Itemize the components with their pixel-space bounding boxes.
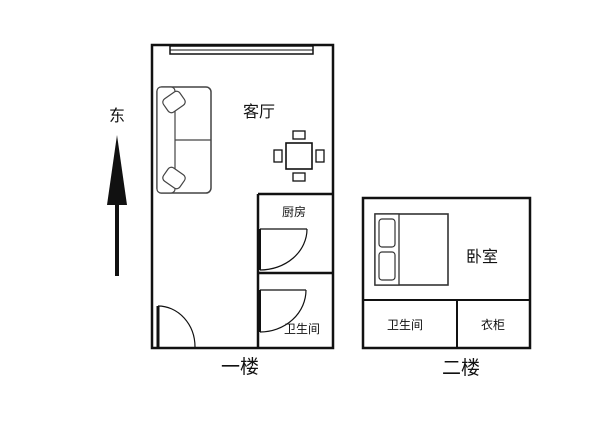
floor1-outer-wall — [150, 43, 335, 350]
sofa-icon — [156, 86, 212, 194]
dining-table-icon — [273, 130, 325, 182]
floor2-bathroom-label: 卫生间 — [387, 318, 423, 332]
compass-east-label: 东 — [109, 106, 125, 125]
wardrobe-label: 衣柜 — [481, 317, 505, 332]
living-room-label: 客厅 — [243, 102, 275, 121]
kitchen-door-icon — [259, 228, 308, 271]
floor2-plan: 卧室 卫生间 衣柜 二楼 — [361, 196, 532, 379]
entrance-door-icon — [156, 305, 196, 348]
compass: 东 — [107, 106, 127, 276]
bathroom-door-icon — [259, 289, 307, 333]
bedroom-label: 卧室 — [466, 247, 498, 266]
floor2-outer-wall — [361, 196, 532, 350]
floor2-caption: 二楼 — [442, 357, 480, 379]
north-arrow-icon — [107, 135, 127, 205]
floor1-caption: 一楼 — [221, 356, 259, 378]
bed-icon — [374, 213, 449, 286]
floor1-bathroom-label: 卫生间 — [284, 322, 320, 336]
kitchen-label: 厨房 — [282, 204, 306, 219]
floor1-plan: 客厅 厨房 卫生间 — [150, 43, 335, 378]
